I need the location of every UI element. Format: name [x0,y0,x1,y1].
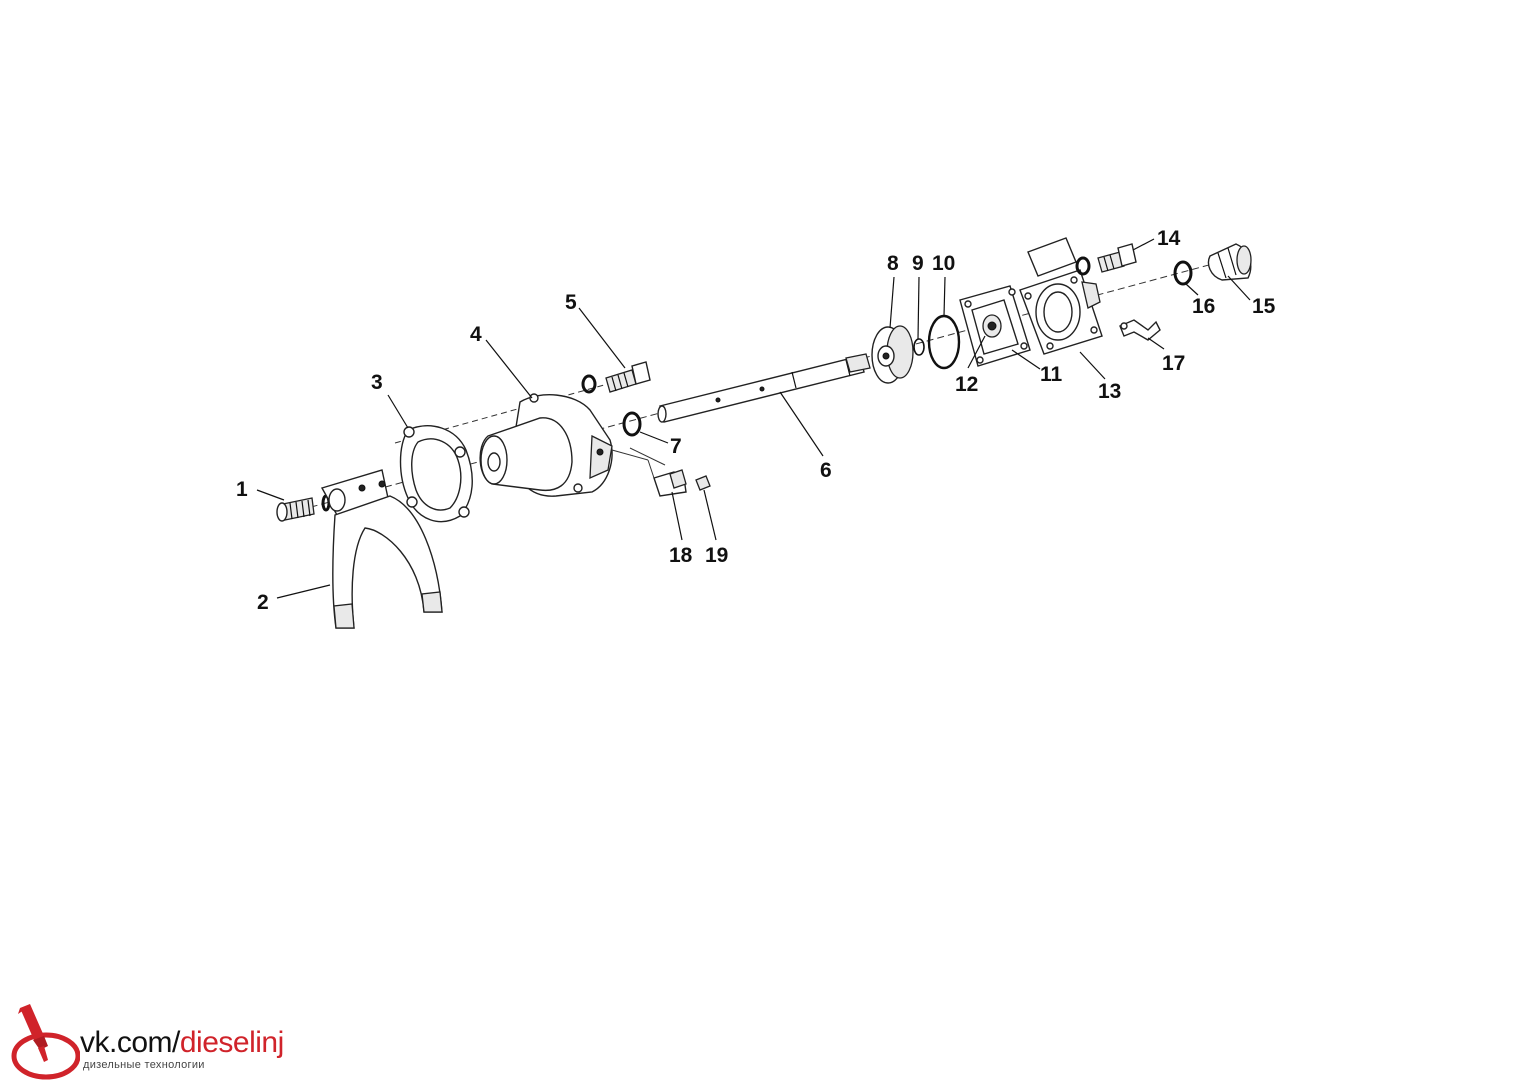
label-11: 11 [1040,363,1063,386]
part-16-o-ring [1173,260,1193,286]
part-2-shift-fork [320,469,443,629]
part-7-o-ring [622,411,642,437]
label-12: 12 [955,373,978,396]
label-17: 17 [1162,352,1185,375]
part-1-bolt [276,494,331,522]
label-2: 2 [257,591,269,614]
part-8-pulley [871,325,914,384]
label-4: 4 [470,323,482,346]
part-14-bolt [1075,243,1137,276]
label-3: 3 [371,371,383,394]
part-15-sensor [1207,243,1252,281]
label-6: 6 [820,459,832,482]
watermark-url[interactable]: vk.com/dieselinj [80,1026,284,1060]
watermark: vk.com/dieselinj дизельные технологии [0,1000,320,1085]
label-8: 8 [887,252,899,275]
part-number-labels: 1 2 3 4 5 6 7 8 9 10 11 12 13 14 15 16 1… [236,227,1276,614]
label-15: 15 [1252,295,1276,318]
label-13: 13 [1098,380,1121,403]
label-18: 18 [669,544,693,567]
part-19-nut [695,475,711,491]
part-18-switch [611,449,687,497]
watermark-tagline: дизельные технологии [83,1059,205,1071]
part-12-seal [982,314,1002,338]
label-9: 9 [912,252,924,275]
label-19: 19 [705,544,728,567]
label-5: 5 [565,291,577,314]
part-3-gasket [399,425,473,523]
label-leader-lines [256,238,1251,599]
label-7: 7 [670,435,682,458]
label-1: 1 [236,478,248,501]
part-6-shaft [657,353,871,423]
part-5-bolt [581,361,651,394]
watermark-url-prefix: vk.com/ [80,1026,180,1059]
part-9-ring [913,338,925,356]
part-10-o-ring [927,314,961,370]
part-17-fitting [1119,319,1161,341]
label-14: 14 [1157,227,1181,250]
label-10: 10 [932,252,955,275]
injector-logo-icon [11,1004,80,1080]
part-13-flange-housing [1019,237,1103,355]
label-16: 16 [1192,295,1215,318]
watermark-url-handle: dieselinj [179,1026,284,1059]
part-4-housing [479,393,613,497]
